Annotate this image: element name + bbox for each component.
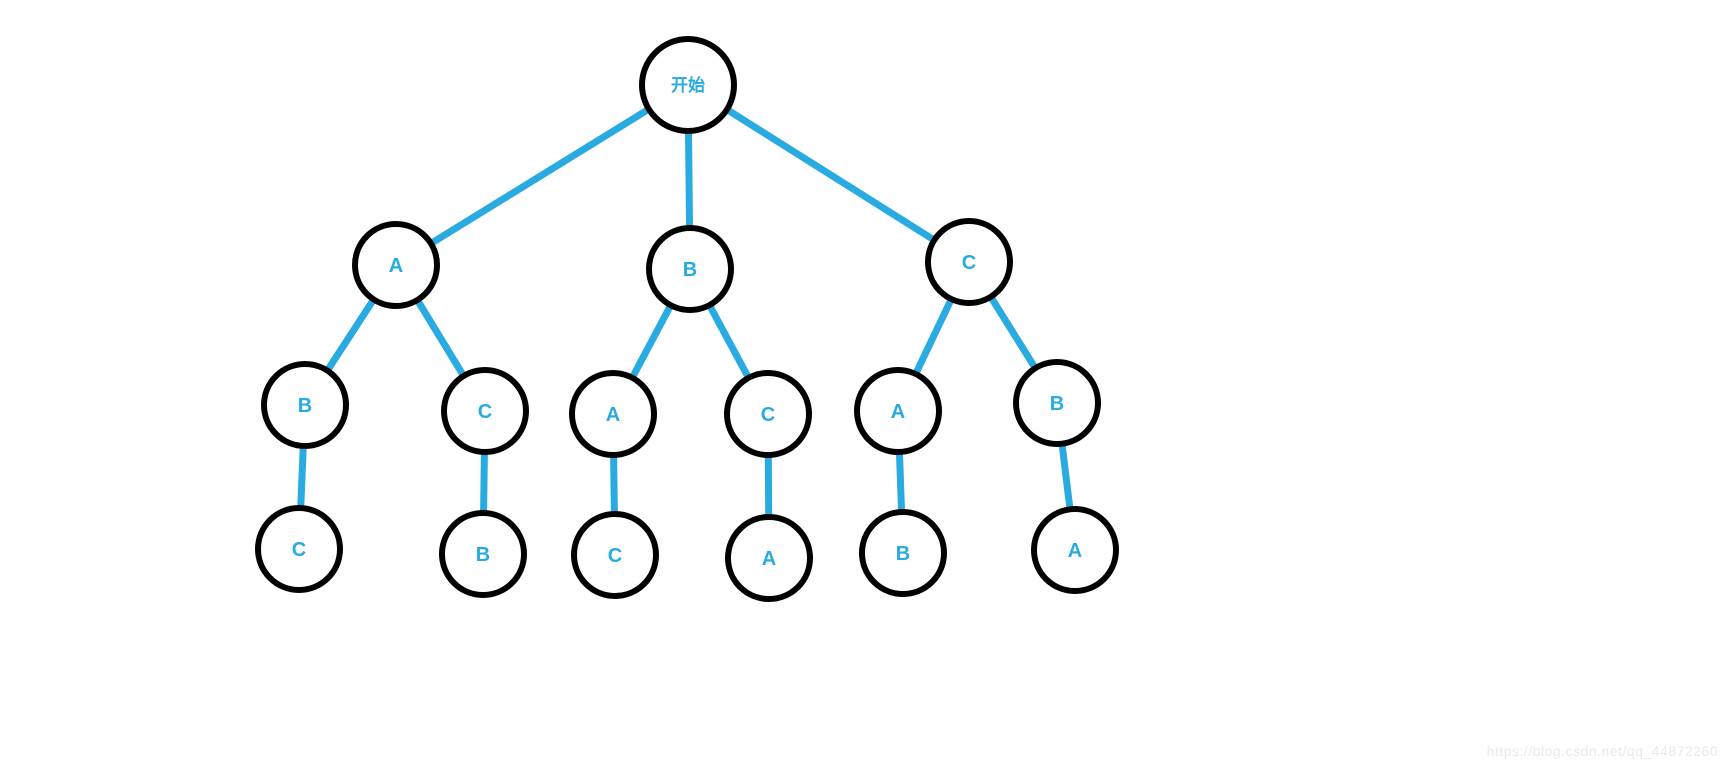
- node-label: C: [478, 401, 492, 423]
- tree-node-A1B: B: [261, 361, 349, 449]
- node-label: C: [962, 252, 976, 274]
- tree-edge-start-C1: [684, 81, 973, 266]
- tree-node-B1CA: A: [725, 514, 813, 602]
- node-label: A: [606, 404, 620, 426]
- node-circle: [725, 514, 813, 602]
- node-circle: [1013, 359, 1101, 447]
- tree-edge-start-A1: [392, 81, 692, 269]
- node-label: C: [608, 545, 622, 567]
- node-circle: [1031, 506, 1119, 594]
- tree-node-C1AB: B: [859, 509, 947, 597]
- node-circle: [639, 36, 737, 134]
- node-label: B: [896, 543, 910, 565]
- tree-node-A1BC: C: [255, 505, 343, 593]
- tree-node-start: 开始: [639, 36, 737, 134]
- tree-node-B1A: A: [569, 370, 657, 458]
- node-label: A: [762, 548, 776, 570]
- node-circle: [441, 367, 529, 455]
- node-circle: [255, 505, 343, 593]
- node-circle: [724, 370, 812, 458]
- node-label: A: [1068, 540, 1082, 562]
- node-label: B: [683, 259, 697, 281]
- node-circle: [646, 225, 734, 313]
- node-label: C: [761, 404, 775, 426]
- node-circle: [352, 221, 440, 309]
- node-label: 开始: [671, 75, 705, 95]
- node-circle: [261, 361, 349, 449]
- node-label: B: [1050, 393, 1064, 415]
- node-circle: [571, 511, 659, 599]
- tree-node-A1CB: B: [439, 510, 527, 598]
- node-label: C: [292, 539, 306, 561]
- node-label: A: [389, 255, 403, 277]
- node-circle: [439, 510, 527, 598]
- tree-node-A1C: C: [441, 367, 529, 455]
- tree-node-C1BA: A: [1031, 506, 1119, 594]
- node-circle: [854, 367, 942, 455]
- tree-node-B1: B: [646, 225, 734, 313]
- tree-node-A1: A: [352, 221, 440, 309]
- tree-node-C1: C: [925, 218, 1013, 306]
- node-circle: [569, 370, 657, 458]
- node-label: B: [298, 395, 312, 417]
- csdn-watermark: https://blog.csdn.net/qq_44872260: [1486, 743, 1718, 759]
- tree-node-C1B: B: [1013, 359, 1101, 447]
- node-circle: [925, 218, 1013, 306]
- tree-node-C1A: A: [854, 367, 942, 455]
- node-label: B: [476, 544, 490, 566]
- tree-node-B1C: C: [724, 370, 812, 458]
- node-label: A: [891, 401, 905, 423]
- tree-node-B1AC: C: [571, 511, 659, 599]
- node-circle: [859, 509, 947, 597]
